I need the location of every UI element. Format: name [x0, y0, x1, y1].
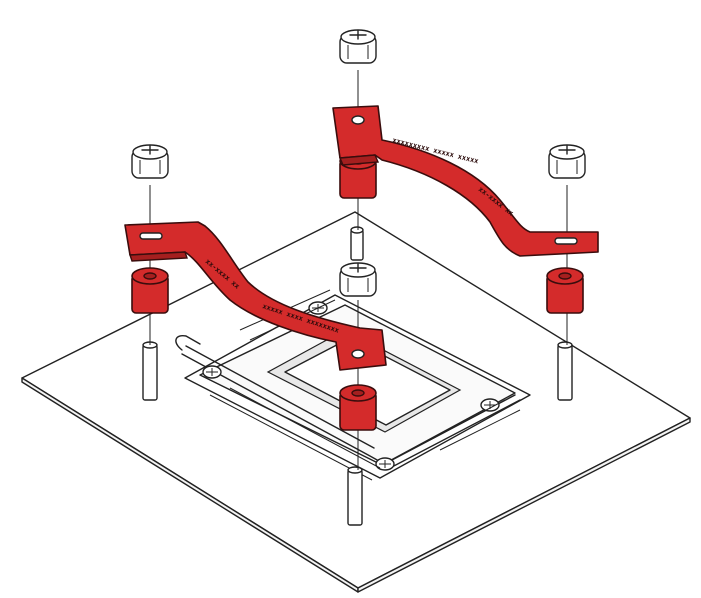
spacer	[546, 267, 584, 314]
standoff	[142, 341, 158, 401]
thumb-screw-icon	[548, 144, 586, 179]
socket-screw	[308, 301, 328, 315]
thumb-screw-icon	[339, 29, 377, 64]
thumb-screw-icon	[339, 262, 377, 297]
standoff	[557, 341, 573, 401]
standoff	[347, 466, 363, 526]
socket-screw	[375, 457, 395, 471]
standoff	[350, 226, 364, 261]
spacer	[131, 267, 169, 314]
spacer	[339, 384, 377, 431]
socket-screw	[202, 365, 222, 379]
socket-screw	[480, 398, 500, 412]
thumb-screw-icon	[131, 144, 169, 179]
